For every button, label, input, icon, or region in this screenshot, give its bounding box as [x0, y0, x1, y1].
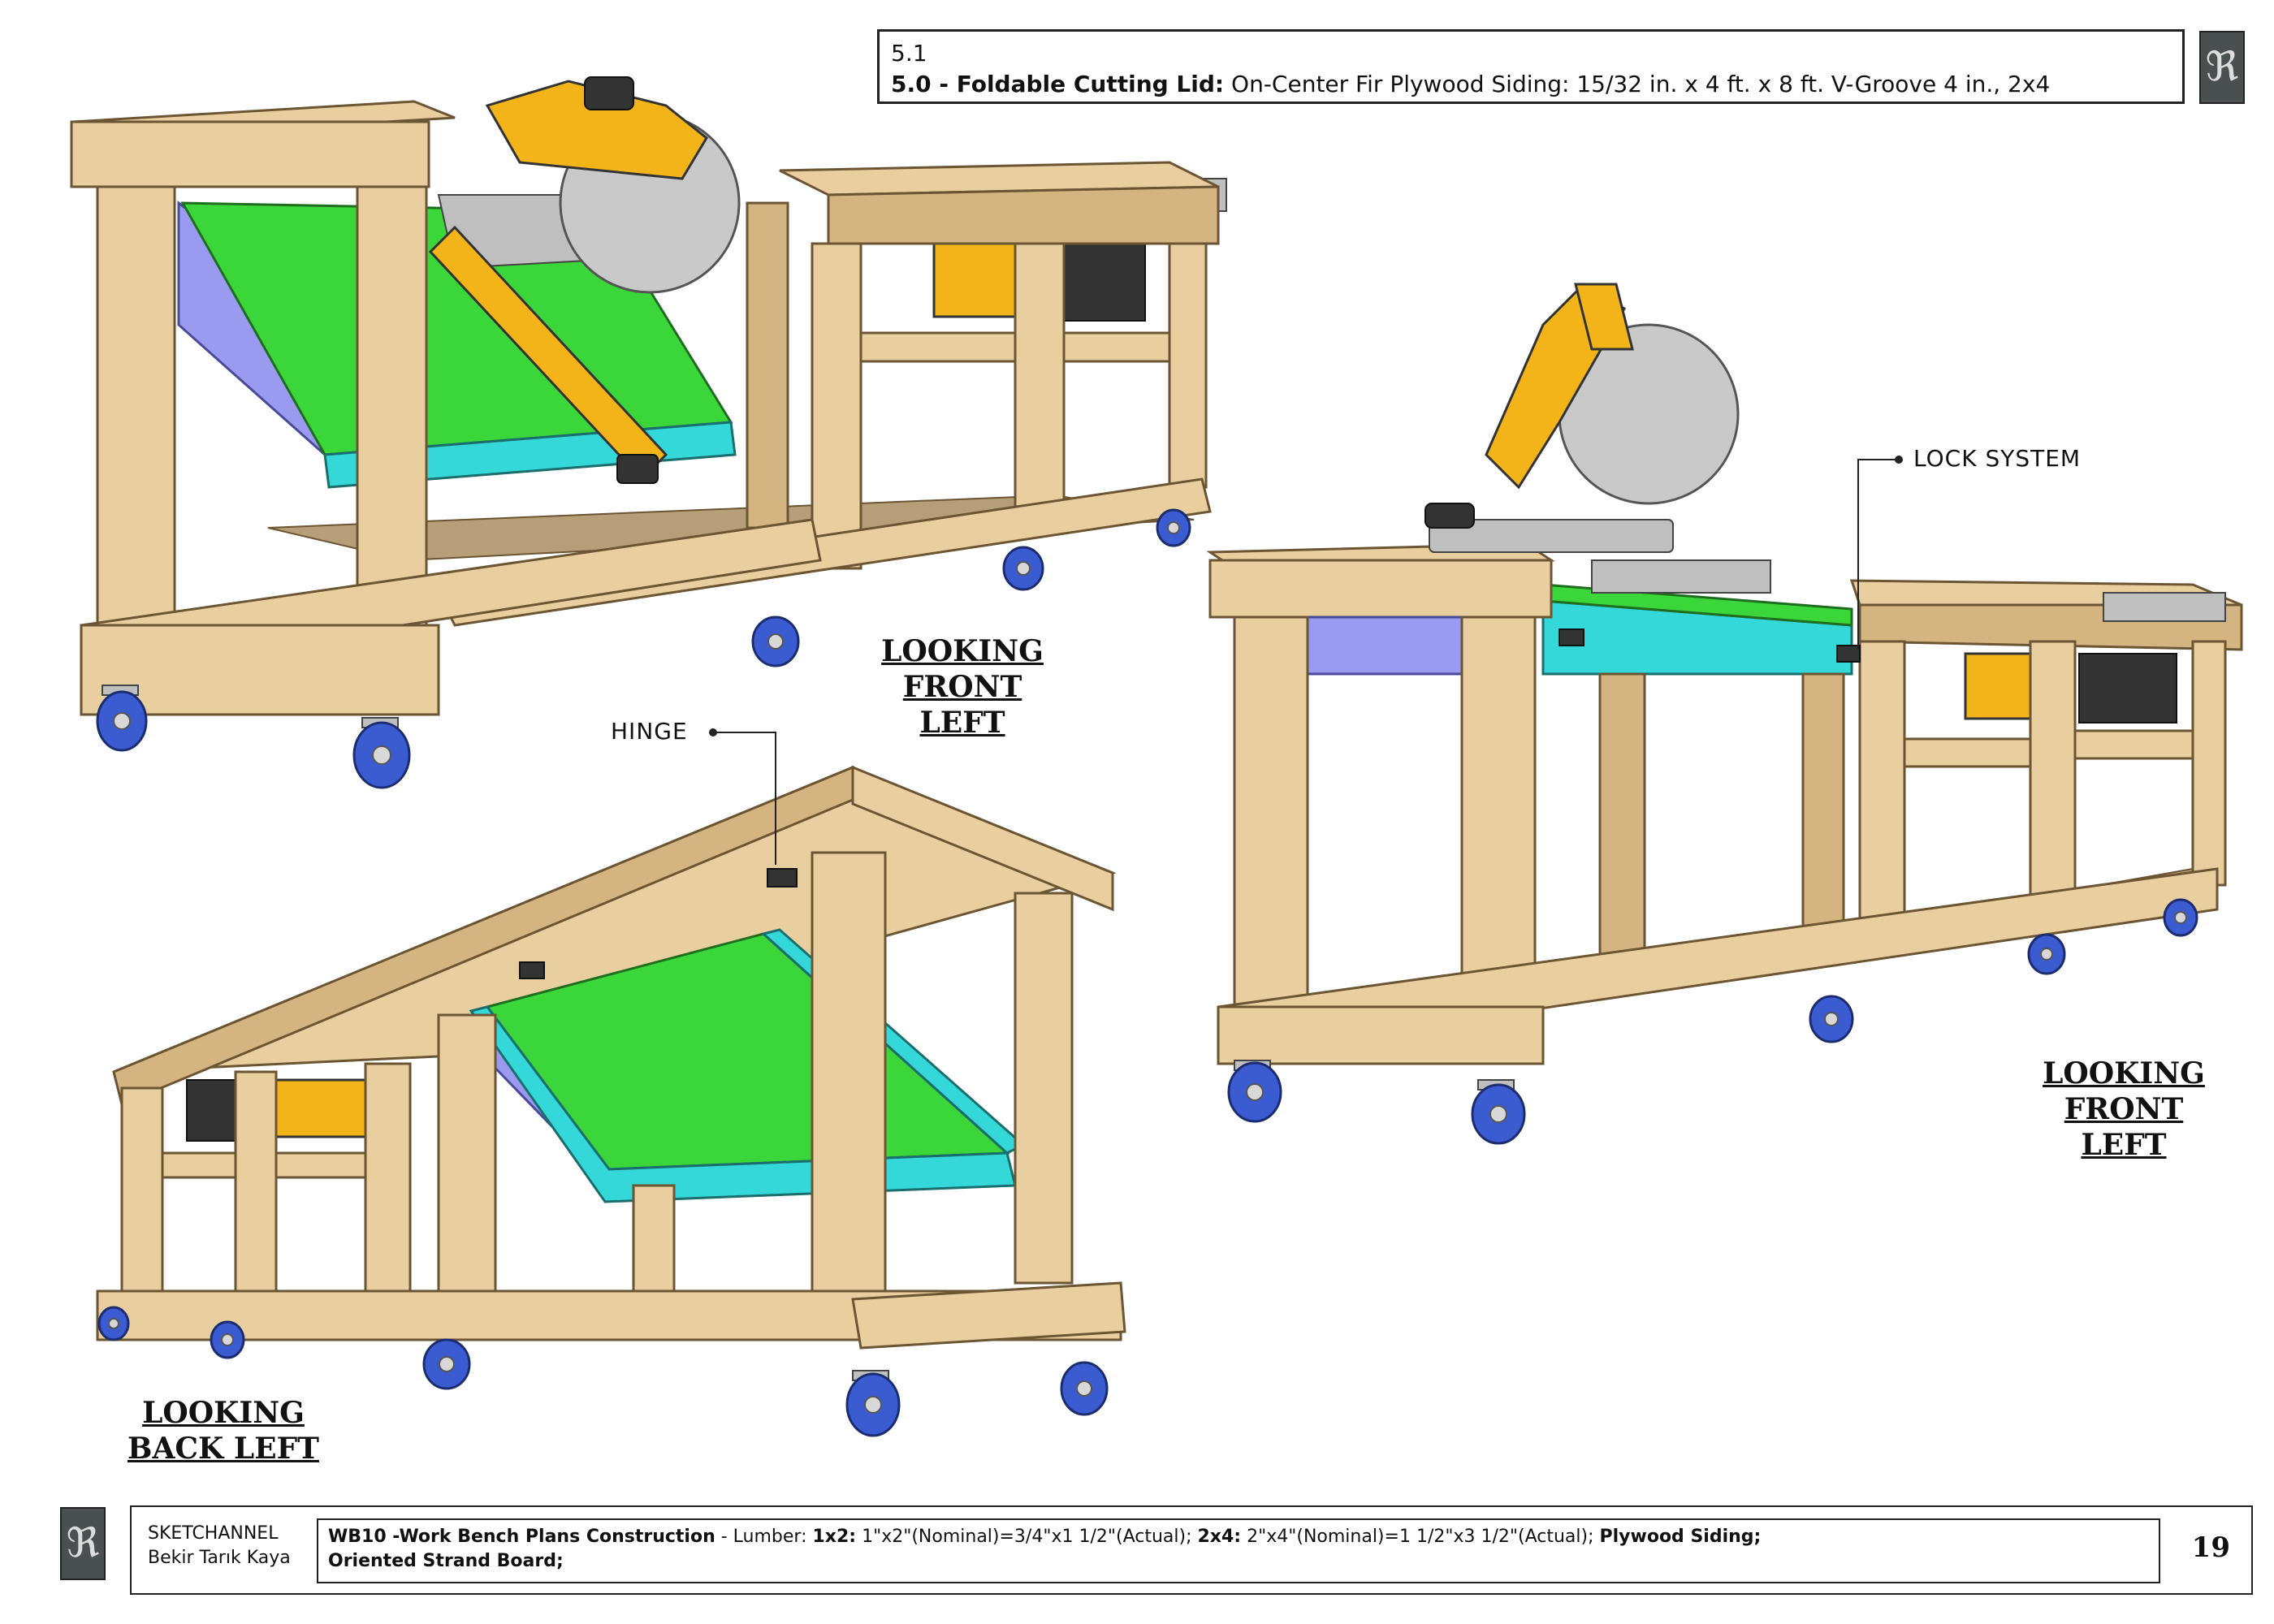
view-label-line2: FRONT LEFT: [902, 670, 1022, 740]
view-label-line1: LOOKING: [2043, 1056, 2205, 1091]
caster-icon: [751, 615, 800, 667]
miter-saw-icon: [428, 76, 741, 484]
table-saw-icon: [186, 1078, 375, 1142]
caster-icon: [1156, 508, 1191, 547]
caster-icon: [352, 717, 411, 789]
back-leg: [1598, 672, 1646, 984]
bench-top-front: [1208, 559, 1553, 619]
section-header: 5.1 5.0 - Foldable Cutting Lid: On-Cente…: [877, 29, 2185, 104]
leg: [811, 851, 887, 1325]
bench-top-front: [70, 120, 430, 188]
workbench-view-front-left-2: [1206, 283, 2243, 1145]
osb-label: Oriented Strand Board;: [328, 1551, 564, 1571]
footer-title-block: SKETCHANNEL Bekir Tarık Kaya WB10 -Work …: [130, 1505, 2253, 1595]
lumber-2x4-label: 2x4:: [1197, 1527, 1242, 1547]
caster-icon: [1002, 546, 1044, 591]
footer-brand: SKETCHANNEL Bekir Tarık Kaya: [148, 1522, 291, 1570]
caster-icon: [210, 1320, 245, 1359]
author-name: Bekir Tarık Kaya: [148, 1548, 291, 1568]
view-label-back-left: LOOKING BACK LEFT: [122, 1395, 325, 1466]
rail: [1062, 331, 1179, 363]
front-leg: [811, 242, 862, 570]
back-leg: [1801, 672, 1845, 952]
lumber-1x2-text: 1"x2"(Nominal)=3/4"x1 1/2"(Actual);: [856, 1527, 1198, 1547]
view-label-front-left-1: LOOKING FRONT LEFT: [861, 633, 1064, 741]
hinge-icon: [1836, 645, 1861, 663]
section-label: 5.0 - Foldable Cutting Lid:: [891, 71, 1225, 97]
bottom-rail-front: [851, 1281, 1126, 1350]
leg: [364, 1062, 412, 1309]
hinge-icon: [767, 868, 798, 888]
front-leg: [1168, 242, 1208, 489]
bench-top-front: [827, 185, 1220, 245]
view-label-line2: BACK LEFT: [128, 1432, 319, 1466]
view-label-line1: LOOKING: [881, 634, 1044, 668]
leg: [234, 1070, 278, 1309]
front-leg: [96, 185, 176, 643]
rail: [2073, 729, 2207, 760]
caster-icon: [2027, 933, 2066, 975]
leg: [437, 1013, 497, 1333]
leg: [120, 1086, 164, 1301]
sketchannel-logo-icon: ℜ: [60, 1507, 106, 1580]
bench-top-front: [851, 765, 1114, 912]
view-label-line1: LOOKING: [142, 1396, 305, 1430]
bottom-rail-front: [1217, 1005, 1545, 1065]
brand-name: SKETCHANNEL: [148, 1523, 279, 1544]
hinge-label: HINGE: [611, 718, 688, 745]
hinge-callout-leader: [709, 728, 776, 865]
caster-icon: [97, 1306, 130, 1341]
caster-icon: [2163, 898, 2198, 937]
caster-icon: [96, 685, 148, 752]
back-leg: [746, 201, 789, 529]
workbench-view-back-left: [96, 765, 1126, 1437]
lock-system-callout-leader: [1857, 456, 1903, 650]
caster-icon: [1227, 1060, 1282, 1123]
footer-description: WB10 -Work Bench Plans Construction - Lu…: [317, 1518, 2160, 1583]
front-leg: [1014, 242, 1066, 521]
front-leg: [2029, 640, 2077, 911]
caster-icon: [422, 1338, 471, 1390]
front-leg: [1233, 615, 1309, 1041]
page-number: 19: [2191, 1531, 2230, 1564]
lumber-prefix: - Lumber:: [715, 1527, 813, 1547]
plywood-label: Plywood Siding;: [1599, 1527, 1762, 1547]
front-leg: [1858, 640, 1906, 952]
view-label-line2: FRONT LEFT: [2064, 1092, 2184, 1162]
lid-side-panel: [1306, 615, 1463, 676]
caster-icon: [1809, 995, 1854, 1043]
miter-saw-icon: [1424, 283, 1771, 594]
hinge-icon: [1559, 628, 1584, 646]
section-number: 5.1: [891, 40, 927, 67]
bottom-rail-front: [80, 624, 440, 716]
view-label-front-left-2: LOOKING FRONT LEFT: [2022, 1056, 2225, 1163]
front-leg: [2191, 640, 2227, 887]
hinge-icon: [519, 961, 545, 979]
caster-icon: [1471, 1079, 1526, 1145]
workbench-view-front-left-1: [70, 76, 1227, 789]
caster-icon: [845, 1370, 901, 1437]
section-title: 5.0 - Foldable Cutting Lid: On-Center Fi…: [891, 69, 2171, 100]
sketchannel-logo-icon: ℜ: [2199, 31, 2245, 104]
front-leg: [356, 185, 428, 651]
section-description: On-Center Fir Plywood Siding: 15/32 in. …: [1224, 71, 2051, 97]
caster-icon: [1060, 1361, 1109, 1416]
lumber-2x4-text: 2"x4"(Nominal)=1 1/2"x3 1/2"(Actual);: [1241, 1527, 1600, 1547]
leg: [1014, 892, 1074, 1285]
lumber-1x2-label: 1x2:: [812, 1527, 857, 1547]
project-title: WB10 -Work Bench Plans Construction: [328, 1527, 715, 1547]
lock-system-label: LOCK SYSTEM: [1913, 445, 2082, 472]
